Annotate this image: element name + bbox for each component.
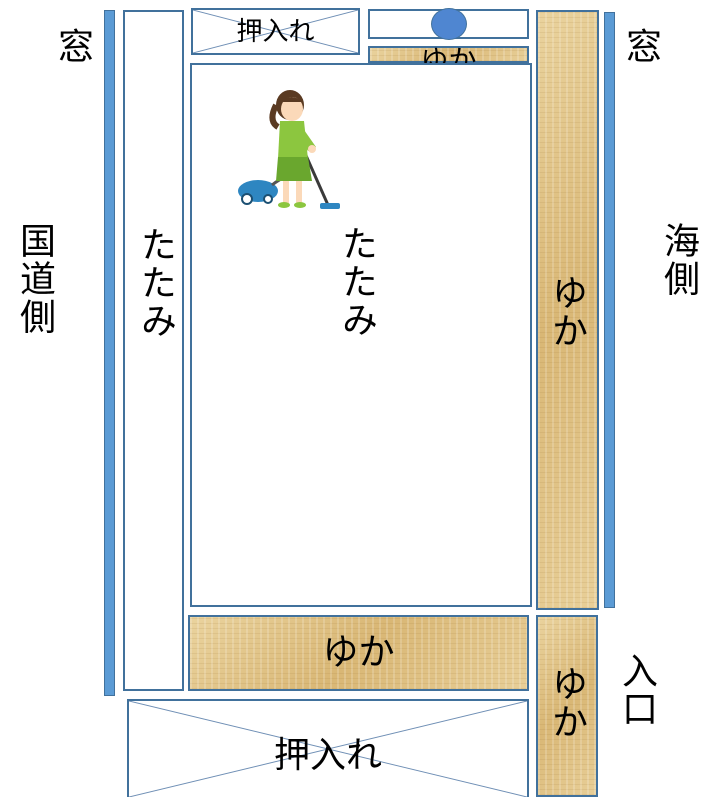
- main-tatami-label: たたみ: [336, 225, 377, 339]
- left-window-label: 窓: [58, 27, 95, 68]
- top-closet-label: 押入れ: [236, 16, 315, 47]
- bottom-closet-label: 押入れ: [273, 735, 382, 776]
- bottom-closet: 押入れ: [127, 699, 529, 797]
- bottom-floor-label: ゆか: [322, 632, 395, 673]
- main-tatami-room: たたみ: [190, 63, 532, 607]
- left-window-strip: [104, 10, 115, 696]
- bottom-closet-cross-lines: [129, 701, 527, 797]
- left-tatami-label: たたみ: [135, 226, 176, 340]
- left-tatami: たたみ: [123, 10, 184, 691]
- right-window-strip: [604, 12, 615, 608]
- right-floor-label: ゆか: [546, 274, 587, 350]
- top-closet: 押入れ: [191, 8, 360, 55]
- closet-cross-lines: [193, 10, 358, 53]
- top-floor-strip: ゆか: [368, 46, 529, 74]
- right-floor-strip: ゆか: [536, 10, 599, 610]
- round-fixture-icon: [431, 8, 467, 40]
- woman-vacuuming-icon: [238, 90, 340, 209]
- entrance-floor: ゆか: [536, 615, 598, 797]
- sea-side-label: 海側: [658, 222, 699, 298]
- road-side-label: 国道側: [14, 222, 55, 336]
- entrance-floor-label: ゆか: [546, 665, 587, 741]
- right-window-label: 窓: [626, 27, 663, 68]
- entrance-label: 入口: [616, 652, 657, 728]
- bottom-floor-strip: ゆか: [188, 615, 529, 691]
